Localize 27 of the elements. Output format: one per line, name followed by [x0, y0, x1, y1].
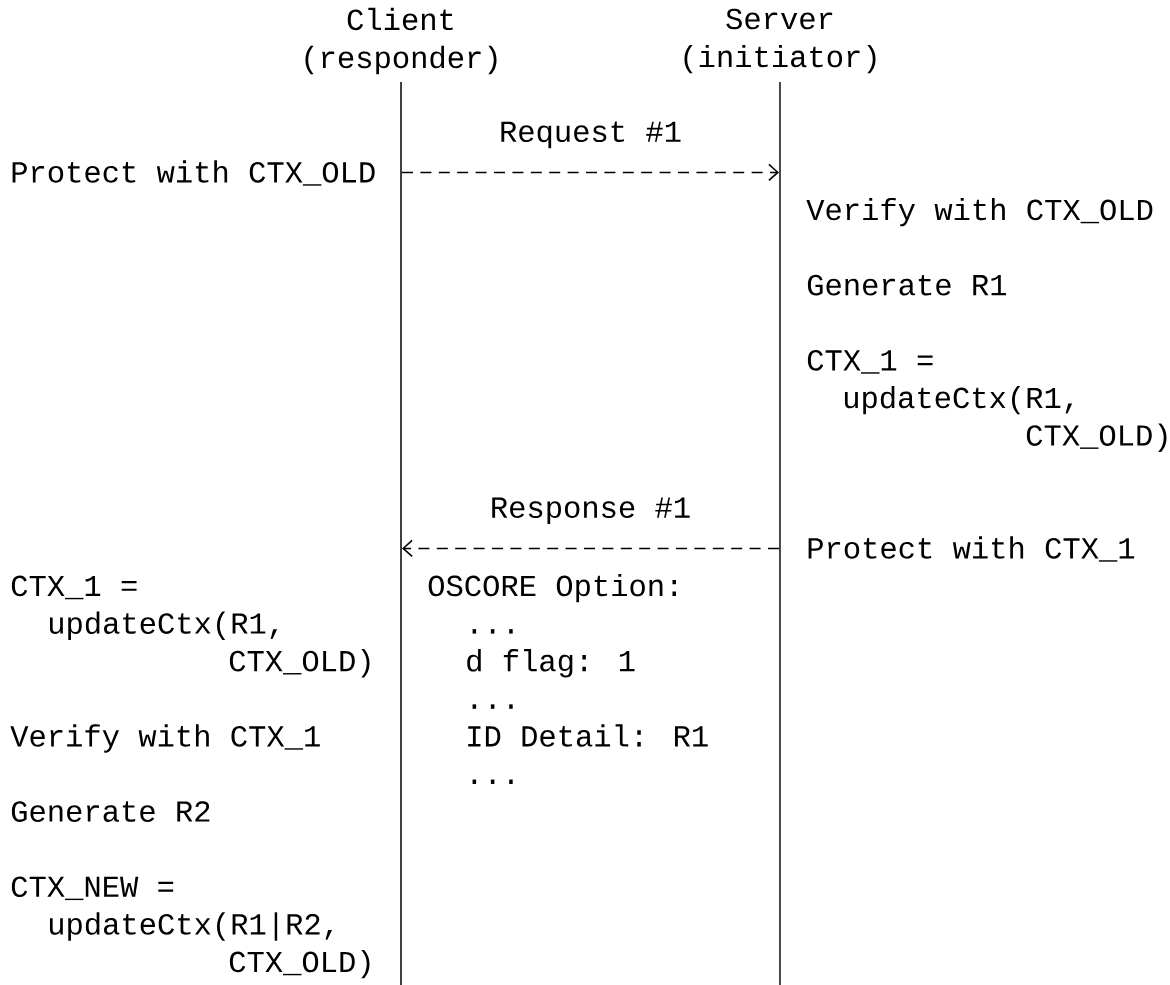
note-text: updateCtx(R1|R2,: [49, 912, 332, 941]
participant-label: Server (initiator): [684, 8, 876, 74]
note-text: ...: [472, 629, 513, 634]
note-text: CTX_OLD): [229, 949, 370, 979]
note-text: updateCtx(R1,: [844, 385, 1073, 415]
note-text: CTX_1 =: [11, 575, 137, 600]
arrow: [401, 163, 779, 182]
note-text: ...: [472, 779, 513, 784]
participant-label: Client (responder): [305, 7, 497, 75]
edge-label: Response #1: [488, 496, 693, 525]
edge-label: Request #1: [498, 120, 683, 150]
note-text: ...: [472, 704, 513, 709]
note-text: ID Detail: R1: [468, 724, 708, 747]
note-text: CTX_1 =: [807, 350, 933, 374]
note-text: CTX_OLD): [1026, 423, 1167, 452]
arrow: [402, 539, 780, 558]
note-text: d flag: 1: [467, 649, 635, 678]
note-text: OSCORE Option:: [428, 573, 676, 603]
note-text: Verify with CTX_OLD: [806, 197, 1153, 227]
note-text: Protect with CTX_OLD: [12, 160, 375, 186]
note-text: updateCtx(R1,: [49, 611, 278, 640]
note-text: Generate R2: [11, 801, 210, 822]
note-text: Verify with CTX_1: [10, 724, 320, 753]
note-text: Protect with CTX_1: [808, 536, 1135, 562]
note-text: CTX_NEW =: [11, 876, 174, 901]
note-text: Generate R1: [807, 274, 1007, 296]
note-text: CTX_OLD): [229, 649, 370, 678]
